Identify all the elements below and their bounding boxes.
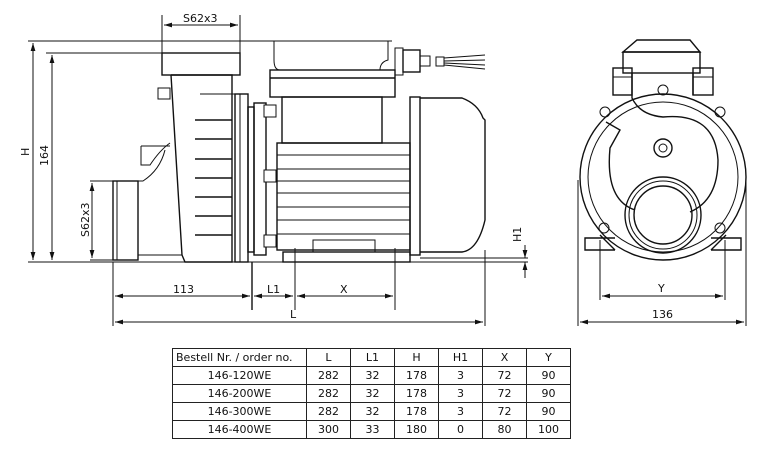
table-row: 146-400WE 300 33 180 0 80 100 <box>172 420 571 439</box>
front-view: Y 136 <box>577 39 747 326</box>
cell-l1: 32 <box>350 366 395 385</box>
cell-y: 90 <box>526 366 571 385</box>
dim-136-label: 136 <box>652 308 673 321</box>
cell-order-no: 146-400WE <box>172 420 307 439</box>
cell-h1: 0 <box>438 420 483 439</box>
header-y: Y <box>526 348 571 367</box>
cell-l: 282 <box>306 402 351 421</box>
dim-h-label: H <box>19 148 32 156</box>
cell-l1: 32 <box>350 384 395 403</box>
cell-l1: 32 <box>350 402 395 421</box>
cell-x: 72 <box>482 402 527 421</box>
cell-h1: 3 <box>438 402 483 421</box>
header-l: L <box>306 348 351 367</box>
dim-l1-label: L1 <box>267 283 280 296</box>
header-order-no: Bestell Nr. / order no. <box>172 348 307 367</box>
cell-h1: 3 <box>438 366 483 385</box>
header-x: X <box>482 348 527 367</box>
cell-y: 90 <box>526 402 571 421</box>
dim-x-label: X <box>340 283 348 296</box>
cell-l: 282 <box>306 384 351 403</box>
dim-113-label: 113 <box>173 283 194 296</box>
cell-x: 72 <box>482 366 527 385</box>
header-h1: H1 <box>438 348 483 367</box>
side-view: H 164 S62x3 S62x3 <box>19 12 528 326</box>
table-row: 146-200WE 282 32 178 3 72 90 <box>172 384 571 403</box>
housing-ribs <box>195 119 232 236</box>
cell-x: 80 <box>482 420 527 439</box>
cell-x: 72 <box>482 384 527 403</box>
dim-l-label: L <box>290 308 297 321</box>
table-header-row: Bestell Nr. / order no. L L1 H H1 X Y <box>172 348 571 367</box>
top-port-dim-label: S62x3 <box>183 12 218 25</box>
cell-h: 178 <box>394 366 439 385</box>
cell-l: 300 <box>306 420 351 439</box>
cell-order-no: 146-200WE <box>172 384 307 403</box>
header-l1: L1 <box>350 348 395 367</box>
cell-h: 178 <box>394 384 439 403</box>
cell-h: 180 <box>394 420 439 439</box>
header-h: H <box>394 348 439 367</box>
cell-order-no: 146-300WE <box>172 402 307 421</box>
table-row: 146-300WE 282 32 178 3 72 90 <box>172 402 571 421</box>
dim-y-label: Y <box>657 282 665 295</box>
cell-h1: 3 <box>438 384 483 403</box>
cell-l: 282 <box>306 366 351 385</box>
inlet-port-dim-label: S62x3 <box>79 203 92 238</box>
cell-l1: 33 <box>350 420 395 439</box>
cell-y: 90 <box>526 384 571 403</box>
dim-164-label: 164 <box>38 145 51 166</box>
cell-y: 100 <box>526 420 571 439</box>
cell-order-no: 146-120WE <box>172 366 307 385</box>
dim-h1-label: H1 <box>511 227 524 242</box>
table-row: 146-120WE 282 32 178 3 72 90 <box>172 366 571 385</box>
dimension-table: Bestell Nr. / order no. L L1 H H1 X Y 14… <box>172 348 571 439</box>
cell-h: 178 <box>394 402 439 421</box>
